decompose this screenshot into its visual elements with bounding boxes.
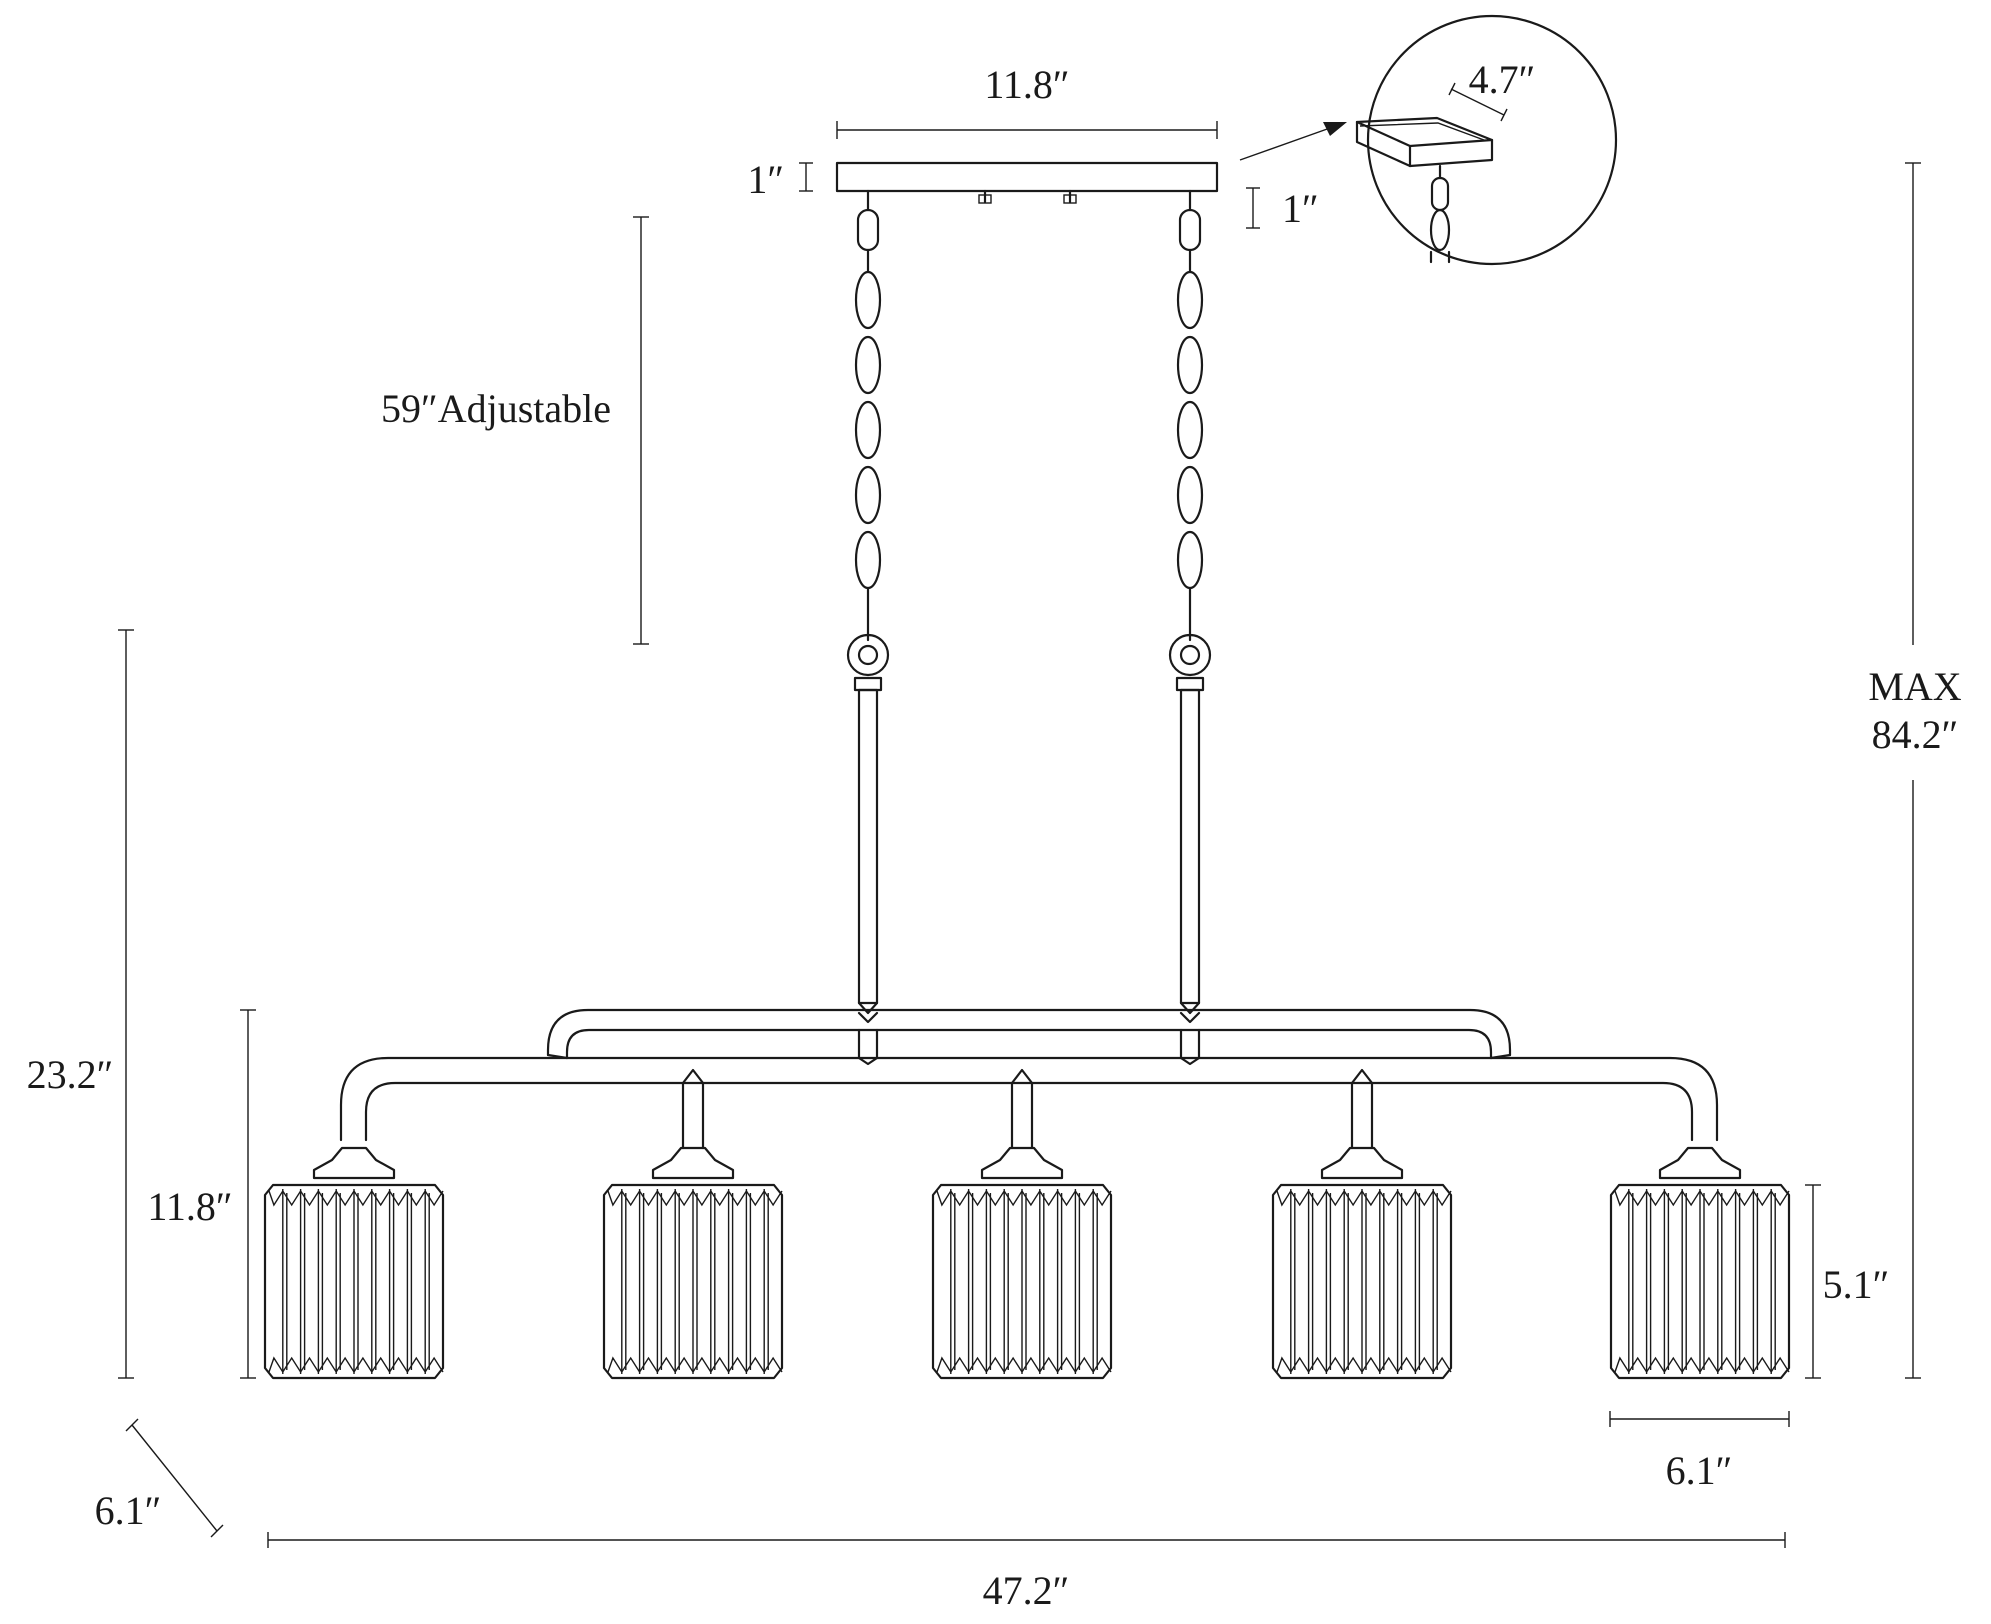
shade-height-dimension: 5.1″: [1805, 1184, 1890, 1379]
shade: [602, 1146, 784, 1380]
left-chain: [846, 189, 890, 677]
depth-dimension: 6.1″: [95, 1418, 224, 1538]
canopy-height-label: 1″: [747, 157, 784, 202]
max-height-dimension: MAX 84.2″: [1868, 162, 1962, 1379]
down-rods: [853, 676, 1205, 1015]
shade-width-label: 6.1″: [1666, 1448, 1733, 1493]
canopy: [835, 161, 1219, 204]
body-height-label: 23.2″: [27, 1052, 114, 1097]
shade-group: [263, 1146, 1791, 1380]
shade: [1271, 1146, 1453, 1380]
shade-width-dimension: 6.1″: [1609, 1411, 1790, 1493]
total-width-dimension: 47.2″: [267, 1532, 1786, 1613]
canopy-detail-inset: 4.7″: [1239, 14, 1618, 266]
upper-frame: [546, 1008, 1512, 1066]
canopy-width-label: 11.8″: [984, 62, 1069, 107]
shade-height-label: 5.1″: [1823, 1262, 1890, 1307]
body-height-dimension: 23.2″: [27, 629, 134, 1379]
chain-length-dimension: 59″Adjustable: [381, 216, 649, 645]
shade: [263, 1146, 445, 1380]
canopy-depth-label: 4.7″: [1469, 57, 1536, 102]
max-height-label: 84.2″: [1872, 712, 1959, 757]
total-width-label: 47.2″: [983, 1568, 1070, 1613]
canopy-height-dimension: 1″: [747, 157, 813, 202]
shade: [931, 1146, 1113, 1380]
canopy-hook-dimension: 1″: [1246, 186, 1319, 231]
canopy-width-dimension: 11.8″: [836, 62, 1218, 139]
chain-length-label: 59″Adjustable: [381, 386, 611, 431]
shade: [1609, 1146, 1791, 1380]
arm-height-dimension: 11.8″: [147, 1009, 256, 1379]
lower-frame: [339, 1056, 1719, 1150]
canopy-hook-label: 1″: [1282, 186, 1319, 231]
right-chain: [1168, 189, 1212, 677]
arrow-icon: [1323, 122, 1347, 136]
depth-label: 6.1″: [95, 1488, 162, 1533]
arm-height-label: 11.8″: [147, 1184, 232, 1229]
max-label: MAX: [1868, 664, 1961, 709]
